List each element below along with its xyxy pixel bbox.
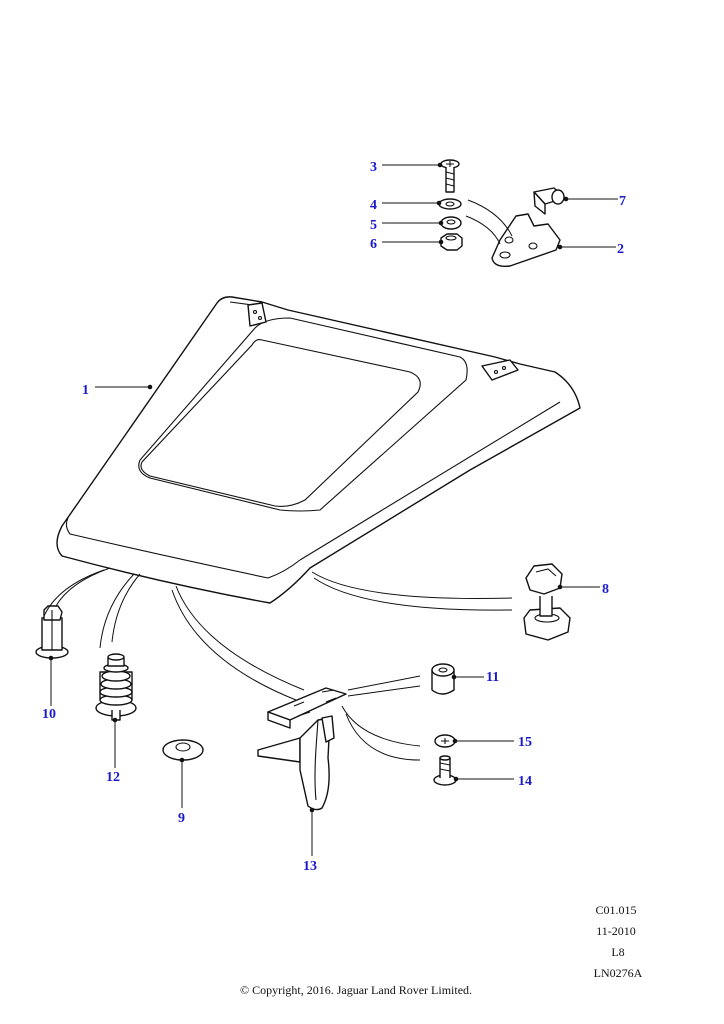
- latch-catch-13: [257, 687, 347, 811]
- callout-1: 1: [82, 383, 89, 398]
- callout-3: 3: [370, 160, 377, 175]
- nut-6: [440, 233, 463, 251]
- ref-model: L8: [611, 945, 625, 959]
- rivnut-10: [35, 605, 69, 659]
- callout-7: 7: [619, 194, 626, 209]
- screw-3: [440, 159, 460, 193]
- callout-13: 13: [303, 859, 317, 874]
- spring-buffer-12: [95, 653, 137, 721]
- bush-11: [431, 663, 455, 695]
- roof-panel: [56, 296, 581, 604]
- callout-10: 10: [42, 707, 56, 722]
- washer-4: [438, 198, 462, 210]
- callout-15: 15: [518, 735, 532, 750]
- callout-6: 6: [370, 237, 377, 252]
- copyright-notice: © Copyright, 2016. Jaguar Land Rover Lim…: [239, 983, 473, 997]
- ref-date: 11-2010: [596, 924, 636, 938]
- callout-14: 14: [518, 774, 532, 789]
- sleeve-7: [533, 187, 566, 215]
- callout-8: 8: [602, 582, 609, 597]
- callout-5: 5: [370, 218, 377, 233]
- stop-8: [523, 563, 571, 641]
- screw-head-15: [434, 734, 456, 748]
- callout-4: 4: [370, 198, 377, 213]
- callout-11: 11: [486, 670, 500, 685]
- bolt-14: [433, 755, 457, 786]
- washer-5: [440, 216, 462, 230]
- leader-lines: [43, 162, 618, 856]
- ref-illustration: LN0276A: [593, 966, 643, 980]
- callout-9: 9: [178, 811, 185, 826]
- callout-12: 12: [106, 770, 120, 785]
- washer-9: [162, 739, 204, 761]
- bracket-2: [491, 213, 561, 268]
- callout-2: 2: [617, 242, 624, 257]
- ref-code: C01.015: [595, 903, 637, 917]
